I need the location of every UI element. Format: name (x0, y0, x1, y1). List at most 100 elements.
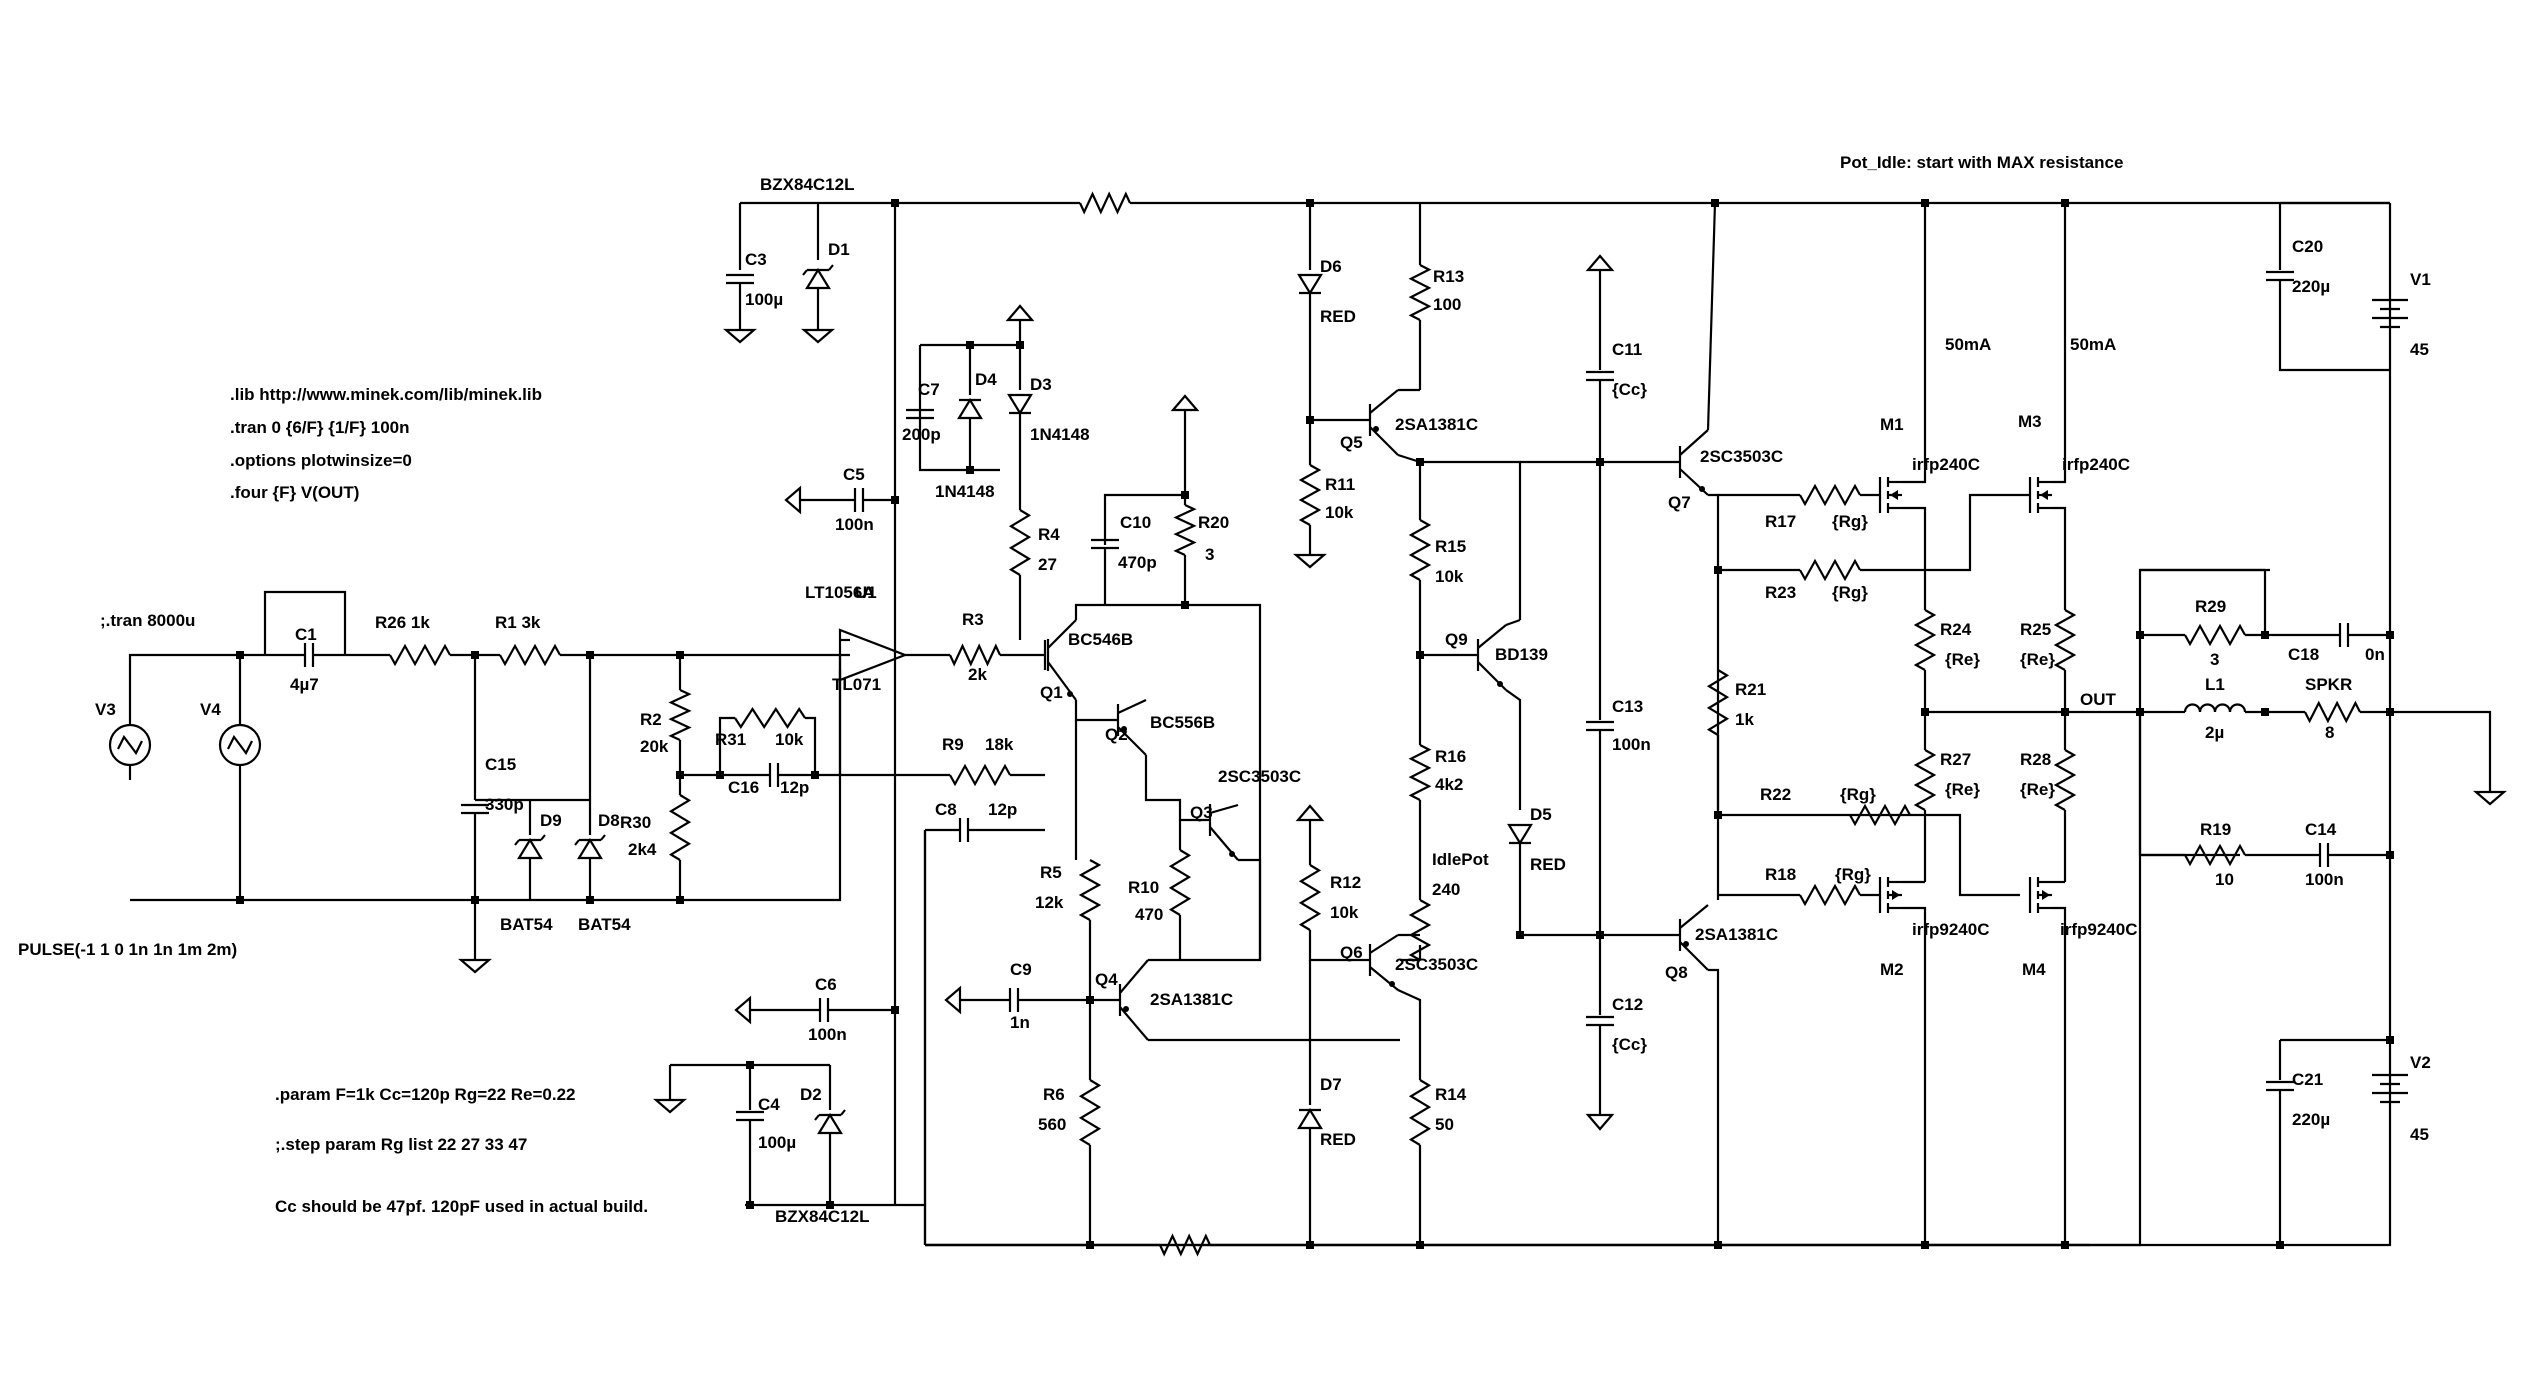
wires (128, 199, 2492, 1249)
label-bzx-top: BZX84C12L (760, 175, 854, 194)
r10-symbol (1168, 849, 1192, 916)
label-u1-part: LT1056A (805, 583, 875, 602)
label-r20-n: R20 (1198, 513, 1229, 532)
label-r15-n: R15 (1435, 537, 1466, 556)
r9-symbol (949, 763, 1011, 787)
junction-dot (1306, 199, 1314, 207)
junction-dot (2276, 1241, 2284, 1249)
directive-lib: .lib http://www.minek.com/lib/minek.lib (230, 385, 542, 404)
label-r25-v: {Re} (2020, 650, 2055, 669)
junction-dot (966, 341, 974, 349)
r16-symbol (1408, 744, 1432, 801)
label-c10-v: 470p (1118, 553, 1157, 572)
wire (718, 716, 735, 775)
label-r12-n: R12 (1330, 873, 1361, 892)
r29-symbol (2184, 623, 2246, 647)
label-r5-v: 12k (1035, 893, 1064, 912)
zener-bar-tick (514, 839, 520, 846)
label-r1: R1 3k (495, 613, 541, 632)
label-r21-v: 1k (1735, 710, 1754, 729)
r28-symbol (2053, 749, 2077, 811)
label-c18-n: C18 (2288, 645, 2319, 664)
m4-mosfet-arrow (2042, 890, 2050, 900)
label-r28-n: R28 (2020, 750, 2051, 769)
label-r13-v: 100 (1433, 295, 1461, 314)
v3-source (108, 723, 152, 767)
r20-symbol (1173, 504, 1197, 556)
r24-symbol (1913, 609, 1937, 671)
d1-zener (805, 267, 831, 290)
q2-transistor-arrow (1121, 726, 1127, 732)
label-m2-v: irfp9240C (1912, 920, 1989, 939)
r27-symbol (1913, 749, 1937, 811)
r19-symbol (2184, 843, 2246, 867)
q9-transistor-arrow (1497, 681, 1503, 687)
label-r4-v: 27 (1038, 555, 1057, 574)
label-r28-v: {Re} (2020, 780, 2055, 799)
label-r14-n: R14 (1435, 1085, 1467, 1104)
wire (2390, 710, 2492, 792)
d4-diode (957, 397, 983, 420)
label-c5-v: 100n (835, 515, 874, 534)
label-c11-n: C11 (1612, 340, 1642, 359)
label-idle-n: IdlePot (1432, 850, 1489, 869)
wire (805, 716, 817, 775)
label-r27-v: {Re} (1945, 780, 1980, 799)
label-r30-v: 2k4 (628, 840, 657, 859)
spkr-symbol (2304, 700, 2361, 724)
label-m3-n: M3 (2018, 412, 2042, 431)
label-u1-v: TL071 (832, 675, 881, 694)
supply-arrow-symbol (1170, 394, 1200, 412)
junction-dot (1016, 341, 1024, 349)
label-r2-v: 20k (640, 737, 669, 756)
label-c9-v: 1n (1010, 1013, 1030, 1032)
wire (1708, 493, 1720, 900)
labels: Pot_Idle: start with MAX resistance.lib … (18, 153, 2431, 1226)
wire (2245, 570, 2267, 637)
r26-symbol (389, 643, 451, 667)
q4-transistor (1119, 959, 1149, 994)
ground-symbol (2473, 790, 2507, 806)
junction-dot (2386, 708, 2394, 716)
label-q2-v: BC556B (1150, 713, 1215, 732)
label-bzx-bot: BZX84C12L (775, 1207, 869, 1226)
label-c4-v: 100µ (758, 1133, 796, 1152)
label-m4-v: irfp9240C (2060, 920, 2137, 939)
wire (1902, 906, 1927, 1245)
label-c5-n: C5 (843, 465, 865, 484)
supply-arrow-symbol (1005, 304, 1035, 322)
label-r14-v: 50 (1435, 1115, 1454, 1134)
r11-symbol (1298, 464, 1322, 526)
label-q5-n: Q5 (1340, 433, 1363, 452)
idlepot-symbol (1408, 899, 1432, 961)
label-d9-v: BAT54 (500, 915, 553, 934)
q5-transistor (1369, 389, 1399, 414)
wire (128, 653, 265, 725)
label-r15-v: 10k (1435, 567, 1464, 586)
wire (1902, 506, 1927, 610)
m3-mosfet-arrow (2040, 490, 2048, 500)
label-d8-n: D8 (598, 811, 620, 830)
junction-dot (1181, 491, 1189, 499)
label-c18-v: 0n (2365, 645, 2385, 664)
label-c6-v: 100n (808, 1025, 847, 1044)
junction-dot (2386, 1036, 2394, 1044)
v4-source-sine (227, 734, 253, 756)
label-q7-v: 2SC3503C (1700, 447, 1783, 466)
label-c1-n: C1 (295, 625, 317, 644)
label-c1-v: 4µ7 (290, 675, 319, 694)
label-q3-v: 2SC3503C (1218, 767, 1301, 786)
junction-dot (2261, 708, 2269, 716)
label-q3-n: Q3 (1190, 803, 1213, 822)
zener-bar-tick (828, 264, 834, 271)
label-d1-n: D1 (828, 240, 850, 259)
label-d5-n: D5 (1530, 805, 1552, 824)
junction-dot (746, 1201, 754, 1209)
ground-symbol (458, 958, 492, 974)
label-v3-n: V3 (95, 700, 116, 719)
wire (1074, 603, 1262, 960)
label-v1-n: V1 (2410, 270, 2431, 289)
ground-symbol (653, 1098, 687, 1114)
label-q8-n: Q8 (1665, 963, 1688, 982)
